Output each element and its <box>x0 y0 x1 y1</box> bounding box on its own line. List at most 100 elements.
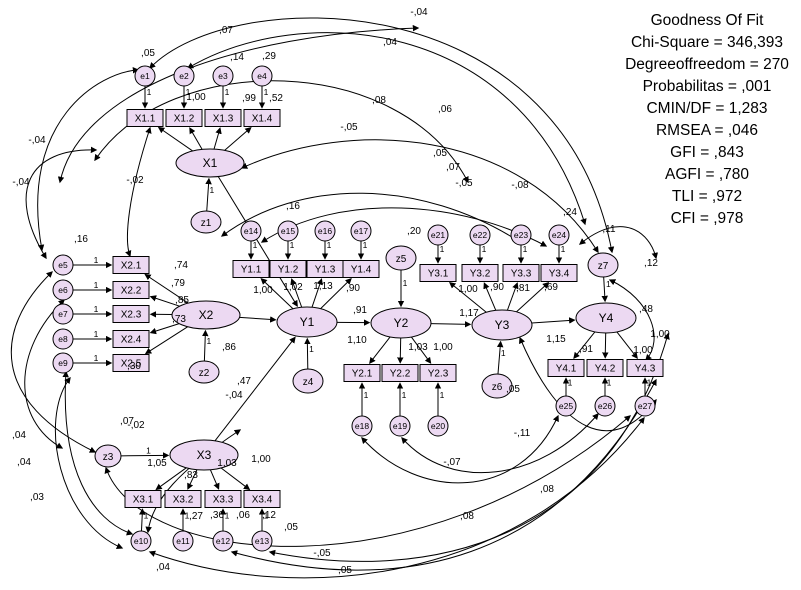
latent-variable-Y1: Y1 <box>276 306 338 338</box>
coefficient-label: -,05 <box>340 122 358 133</box>
coefficient-label: ,73 <box>172 314 186 325</box>
indicator-Y3.3: Y3.3 <box>502 264 540 282</box>
coefficient-label: ,14 <box>230 52 244 63</box>
node-label: e4 <box>257 71 267 81</box>
covariance-arc <box>260 207 548 247</box>
covariance-arc <box>125 126 152 258</box>
path-arrow-z1-X1 <box>205 177 212 212</box>
path-coefficient: 1 <box>209 185 214 195</box>
node-label: X3.1 <box>133 495 154 506</box>
latent-variable-Y2: Y2 <box>370 307 432 339</box>
coefficient-label: -,07 <box>443 457 461 468</box>
covariance-arc <box>186 32 587 226</box>
coefficient-label: ,99 <box>242 93 256 104</box>
path-coefficient: 1 <box>607 377 612 387</box>
node-label: X2.1 <box>121 261 142 272</box>
path-coefficient: 1 <box>290 240 295 250</box>
error-term-e6: e6 <box>52 279 74 301</box>
coefficient-label: ,05 <box>433 148 447 159</box>
indicator-X1.4: X1.4 <box>243 109 281 127</box>
coefficient-label: -,05 <box>455 178 473 189</box>
path-arrow-Y3-Y4 <box>531 317 576 324</box>
path-arrow-z4-Y1 <box>304 337 311 370</box>
error-term-e9: e9 <box>52 352 74 374</box>
coefficient-label: ,69 <box>544 282 558 293</box>
path-coefficient: 1 <box>403 278 408 288</box>
node-label: e5 <box>58 260 68 270</box>
coefficient-label: ,08 <box>372 95 386 106</box>
coefficient-label: ,90 <box>346 283 360 294</box>
path-coefficient: 1 <box>523 244 528 254</box>
coefficient-label: ,08 <box>540 484 554 495</box>
coefficient-label: 1,10 <box>347 335 367 346</box>
node-label: Y2.1 <box>352 369 373 380</box>
coefficient-label: ,47 <box>237 376 251 387</box>
coefficient-label: ,36 <box>210 510 224 521</box>
path-coefficient: 1 <box>402 390 407 400</box>
error-term-e19: e19 <box>389 415 411 437</box>
path-coefficient: 1 <box>363 240 368 250</box>
coefficient-label: ,16 <box>286 201 300 212</box>
error-term-e5: e5 <box>52 254 74 276</box>
node-label: e21 <box>431 230 445 240</box>
path-arrow-Y1-Y1.2 <box>290 278 303 308</box>
latent-variable-X2: X2 <box>171 300 241 330</box>
path-arrow-e10-X3.1 <box>139 508 146 532</box>
node-label: e12 <box>216 536 230 546</box>
node-label: e25 <box>559 401 573 411</box>
gof-line-df: Degreeoffreedom = 270 <box>625 56 789 73</box>
coefficient-label: ,07 <box>120 416 134 427</box>
node-label: Y3.4 <box>549 269 570 280</box>
error-term-e20: e20 <box>427 415 449 437</box>
path-coefficient: 1 <box>364 390 369 400</box>
node-label: e24 <box>552 230 566 240</box>
latent-variable-X3: X3 <box>169 439 239 471</box>
path-coefficient: 1 <box>647 377 652 387</box>
path-arrow-X3-X3.3 <box>209 469 220 490</box>
indicator-Y1.4: Y1.4 <box>342 260 380 278</box>
path-coefficient: 1 <box>146 446 151 456</box>
node-label: Y1 <box>300 315 315 329</box>
path-arrow-X2-X2.4 <box>149 323 180 335</box>
error-term-e22: e22 <box>469 224 491 246</box>
node-label: Y3.1 <box>428 269 449 280</box>
node-label: Y1.1 <box>241 265 262 276</box>
path-arrow-Y4-Y4.1 <box>573 331 596 359</box>
coefficient-label: 1,03 <box>217 458 237 469</box>
path-coefficient: 1 <box>225 510 230 520</box>
coefficient-label: ,16 <box>74 234 88 245</box>
coefficient-label: ,11 <box>602 224 616 235</box>
coefficient-label: ,05 <box>338 565 352 576</box>
coefficient-label: 1,00 <box>186 92 206 103</box>
path-coefficient: 1 <box>327 240 332 250</box>
path-arrow-Y4-Y4.3 <box>616 331 638 359</box>
coefficient-label: -,08 <box>511 180 529 191</box>
covariance-arc <box>62 370 134 536</box>
indicator-X3.2: X3.2 <box>164 490 202 508</box>
coefficient-label: ,20 <box>407 226 421 237</box>
coefficient-label: -,11 <box>514 428 531 439</box>
path-coefficient: 1 <box>94 329 99 339</box>
coefficient-label: 1,03 <box>408 342 428 353</box>
error-term-e3: e3 <box>212 65 234 87</box>
coefficient-label: ,29 <box>262 51 276 62</box>
covariance-arc <box>230 378 657 571</box>
indicator-Y2.2: Y2.2 <box>381 364 419 382</box>
node-label: X2.4 <box>121 335 142 346</box>
node-label: X1.2 <box>174 114 195 125</box>
coefficient-label: ,30 <box>127 361 141 372</box>
coefficient-label: ,05 <box>284 522 298 533</box>
indicator-Y4.3: Y4.3 <box>626 359 664 377</box>
indicator-X2.1: X2.1 <box>112 256 150 274</box>
path-arrow-z7-Y4 <box>601 276 608 303</box>
path-arrow-X2-X2.1 <box>144 273 189 304</box>
error-term-e14: e14 <box>240 220 262 242</box>
path-coefficient: 1 <box>186 87 191 97</box>
indicator-Y1.1: Y1.1 <box>232 260 270 278</box>
path-arrow-X1-Y1 <box>217 176 298 308</box>
indicator-Y2.1: Y2.1 <box>343 364 381 382</box>
coefficient-label: ,06 <box>438 104 452 115</box>
covariance-arc <box>240 139 599 254</box>
node-label: z1 <box>201 218 212 229</box>
error-term-e26: e26 <box>594 395 616 417</box>
